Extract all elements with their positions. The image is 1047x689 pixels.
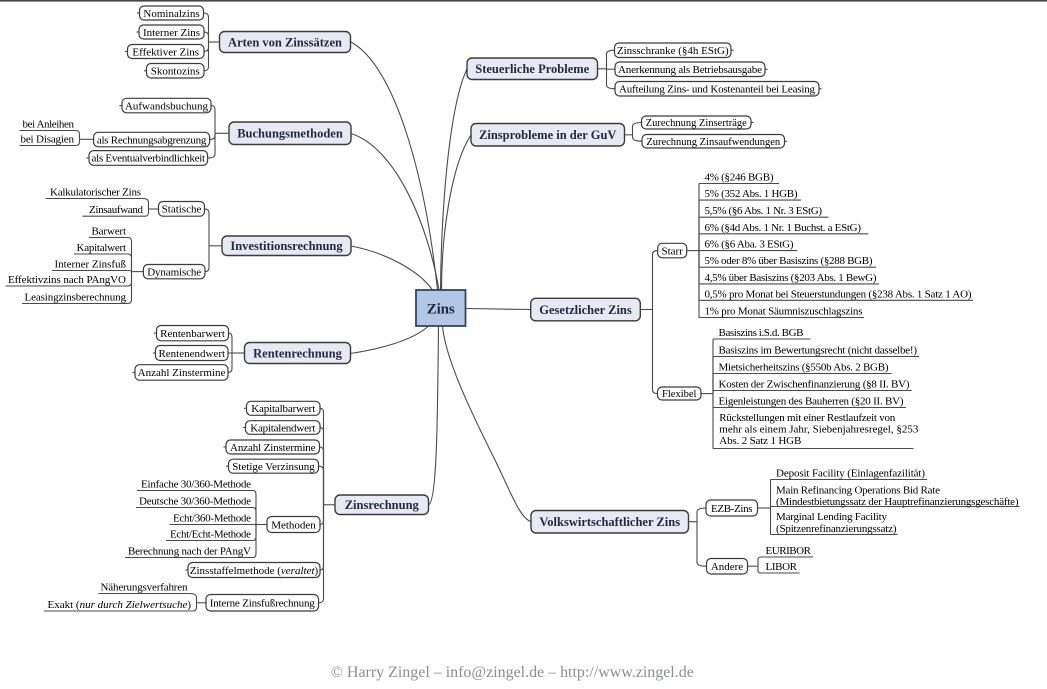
svg-text:(Mindestbietungssatz der Haupt: (Mindestbietungssatz der Hauptrefinanzie… [776,496,1019,508]
svg-text:Andere: Andere [711,561,743,573]
svg-text:Investitionsrechnung: Investitionsrechnung [230,239,343,253]
svg-text:Kapitalendwert: Kapitalendwert [250,422,315,434]
svg-text:Steuerliche Probleme: Steuerliche Probleme [475,62,589,76]
svg-text:Abs. 2 Satz 1 HGB: Abs. 2 Satz 1 HGB [719,435,801,447]
svg-text:Anzahl Zinstermine: Anzahl Zinstermine [138,367,226,379]
svg-text:Exakt (nur durch Zielwertsuche: Exakt (nur durch Zielwertsuche) [48,599,192,611]
svg-text:6% (§6 Aba. 3 EStG): 6% (§6 Aba. 3 EStG) [705,239,794,251]
svg-text:Einfache 30/360-Methode: Einfache 30/360-Methode [141,479,251,491]
svg-text:Kapitalbarwert: Kapitalbarwert [251,403,315,415]
svg-text:Leasingzinsberechnung: Leasingzinsberechnung [25,292,127,304]
svg-text:als Rechnungsabgrenzung: als Rechnungsabgrenzung [97,134,207,146]
svg-text:Zins: Zins [427,302,455,318]
svg-text:Anzahl Zinstermine: Anzahl Zinstermine [230,442,316,454]
svg-text:Effektiver Zins: Effektiver Zins [132,46,199,58]
svg-text:Interne Zinsfußrechnung: Interne Zinsfußrechnung [210,598,316,610]
svg-text:(Spitzenrefinanzierungssatz): (Spitzenrefinanzierungssatz) [776,523,897,535]
svg-text:Zinsprobleme in der GuV: Zinsprobleme in der GuV [479,128,616,142]
svg-text:Mietsicherheitszins (§550b Abs: Mietsicherheitszins (§550b Abs. 2 BGB) [719,362,889,374]
svg-text:Näherungsverfahren: Näherungsverfahren [101,582,189,594]
svg-text:4,5% über Basiszins (§203 Abs.: 4,5% über Basiszins (§203 Abs. 1 BewG) [705,272,877,284]
svg-text:6% (§4d Abs. 1 Nr. 1 Buchst. a: 6% (§4d Abs. 1 Nr. 1 Buchst. a EStG) [705,222,862,234]
svg-text:Deutsche 30/360-Methode: Deutsche 30/360-Methode [139,496,251,508]
svg-text:LIBOR: LIBOR [766,561,798,573]
svg-text:Main Refinancing Operations Bi: Main Refinancing Operations Bid Rate [776,485,940,497]
svg-text:Anerkennung als Betriebsausgab: Anerkennung als Betriebsausgabe [618,64,762,76]
svg-text:Marginal Lending Facility: Marginal Lending Facility [776,511,888,523]
svg-text:Barwert: Barwert [92,226,127,238]
svg-text:5% (352 Abs. 1 HGB): 5% (352 Abs. 1 HGB) [705,188,798,200]
svg-text:bei Disagien: bei Disagien [21,134,75,146]
svg-text:1% pro Monat Säumniszuschlagsz: 1% pro Monat Säumniszuschlagszins [705,306,863,318]
svg-text:Eigenleistungen des Bauherren: Eigenleistungen des Bauherren (§20 II. B… [719,396,904,408]
svg-text:5,5% (§6 Abs. 1 Nr. 3 EStG): 5,5% (§6 Abs. 1 Nr. 3 EStG) [705,205,823,217]
svg-text:Rentenbarwert: Rentenbarwert [160,328,225,340]
svg-text:Stetige Verzinsung: Stetige Verzinsung [232,461,315,473]
svg-text:Aufteilung Zins- und Kostenant: Aufteilung Zins- und Kostenanteil bei Le… [619,84,816,96]
svg-text:5% oder 8% über Basiszins (§28: 5% oder 8% über Basiszins (§288 BGB) [705,255,873,267]
svg-text:Flexibel: Flexibel [662,389,696,400]
svg-text:Rentenendwert: Rentenendwert [158,348,225,360]
svg-text:Kalkulatorischer Zins: Kalkulatorischer Zins [50,187,141,199]
svg-text:Basiszins im Bewertungsrecht (: Basiszins im Bewertungsrecht (nicht dass… [719,345,918,357]
svg-text:Skontozins: Skontozins [151,66,200,78]
svg-text:Arten von Zinssätzen: Arten von Zinssätzen [228,35,342,49]
svg-text:Echt/360-Methode: Echt/360-Methode [173,513,251,525]
svg-text:0,5% pro Monat bei Steuerstund: 0,5% pro Monat bei Steuerstundungen (§23… [705,288,972,300]
svg-text:Aufwandsbuchung: Aufwandsbuchung [125,100,209,112]
svg-text:Zinsstaffelmethode (veraltet): Zinsstaffelmethode (veraltet) [190,565,319,577]
svg-text:Statische: Statische [162,204,202,216]
svg-text:Deposit Facility (Einlagenfazi: Deposit Facility (Einlagenfazilität) [776,468,925,480]
svg-text:Buchungsmethoden: Buchungsmethoden [237,127,343,141]
svg-text:Zinsaufwand: Zinsaufwand [89,204,144,216]
svg-text:Volkswirtschaftlicher Zins: Volkswirtschaftlicher Zins [539,515,680,529]
svg-text:Interner Zinsfuß: Interner Zinsfuß [55,259,127,271]
svg-text:Interner Zins: Interner Zins [143,27,200,39]
svg-text:Zurechnung Zinserträge: Zurechnung Zinserträge [646,118,748,129]
svg-text:Kapitalwert: Kapitalwert [77,242,127,254]
svg-text:als Eventualverbindlichkeit: als Eventualverbindlichkeit [92,153,205,165]
svg-text:Zurechnung Zinsaufwendungen: Zurechnung Zinsaufwendungen [646,137,781,148]
svg-text:Basiszins i.S.d. BGB: Basiszins i.S.d. BGB [719,327,804,339]
svg-text:Gesetzlicher Zins: Gesetzlicher Zins [539,303,632,317]
svg-text:Effektivzins nach PAngVO: Effektivzins nach PAngVO [8,274,126,286]
svg-text:Methoden: Methoden [271,519,316,531]
svg-text:EZB-Zins: EZB-Zins [711,503,753,515]
svg-text:Zinsrechnung: Zinsrechnung [345,498,420,512]
svg-text:Dynamische: Dynamische [147,266,201,278]
svg-text:4% (§246 BGB): 4% (§246 BGB) [705,172,774,184]
svg-text:Nominalzins: Nominalzins [143,8,199,20]
svg-text:Rentenrechnung: Rentenrechnung [253,346,342,360]
svg-text:© Harry Zingel – info@zingel.d: © Harry Zingel – info@zingel.de – http:/… [331,664,694,681]
svg-text:mehr als einem Jahr, Siebenjah: mehr als einem Jahr, Siebenjahresregel, … [719,424,919,436]
svg-text:EURIBOR: EURIBOR [766,545,812,557]
svg-text:Berechnung nach der PAngV: Berechnung nach der PAngV [128,546,251,558]
svg-text:Zinsschranke (§4h EStG): Zinsschranke (§4h EStG) [617,45,729,57]
svg-text:Starr: Starr [662,245,684,257]
svg-text:Kosten der Zwischenfinanzierun: Kosten der Zwischenfinanzierung (§8 II. … [719,379,910,391]
svg-text:bei Anleihen: bei Anleihen [23,119,75,131]
svg-text:Rückstellungen mit einer Restl: Rückstellungen mit einer Restlaufzeit vo… [719,412,896,424]
svg-text:Echt/Echt-Methode: Echt/Echt-Methode [170,529,251,541]
